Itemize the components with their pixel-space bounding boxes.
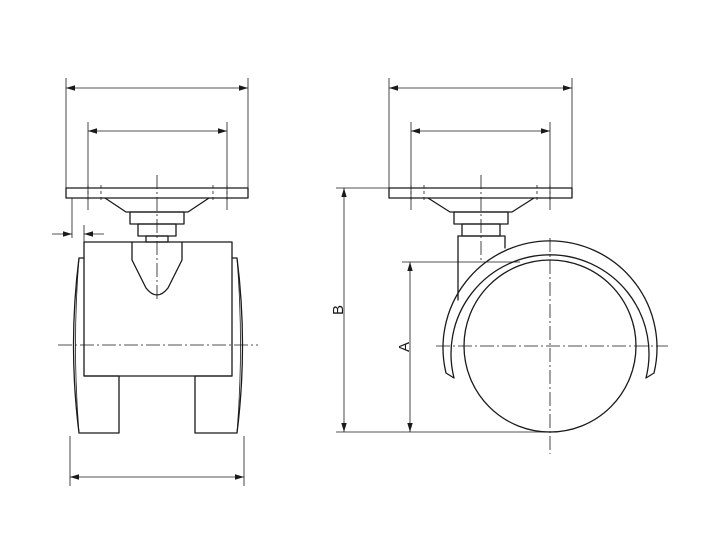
side-hole-spacing-dimension [410, 122, 551, 210]
side-top-plate [388, 185, 573, 213]
dimension-a: A [396, 261, 552, 433]
front-offset-dimension [52, 198, 104, 244]
front-plate-width-dimension [65, 78, 249, 188]
front-wheel-body [72, 241, 244, 434]
front-view [52, 78, 258, 486]
dimension-b-label: B [330, 305, 347, 315]
dimension-a-label: A [396, 342, 413, 352]
front-wheel-width-dimension [69, 436, 245, 486]
side-plate-width-dimension [388, 78, 573, 188]
front-hole-spacing-dimension [87, 122, 228, 210]
side-view: A B [330, 78, 668, 454]
dimension-b: B [330, 187, 402, 433]
wheel-housing [442, 240, 658, 379]
